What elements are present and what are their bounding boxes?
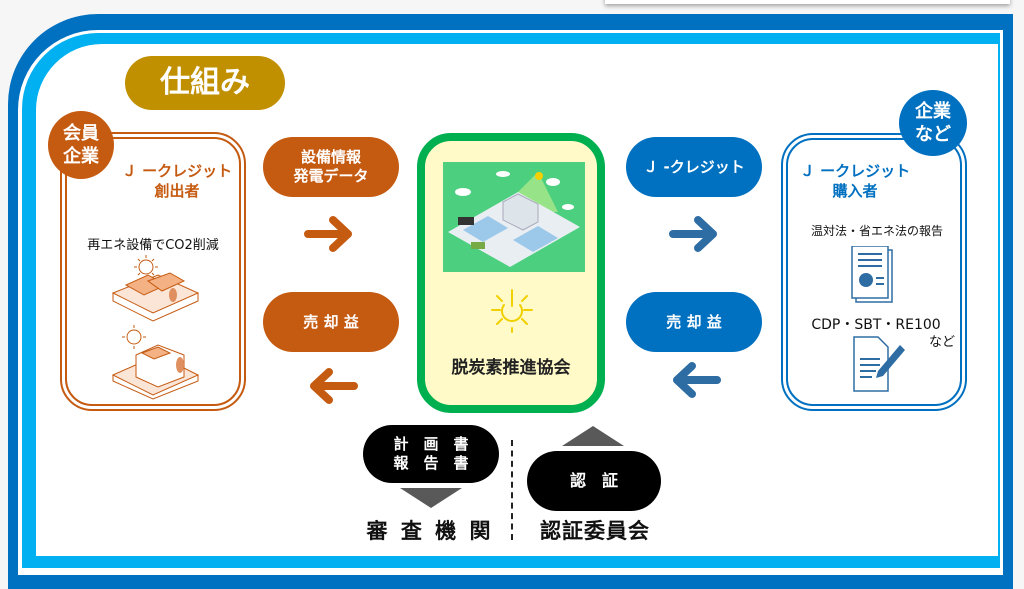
arrow-left-icon [673,362,721,398]
document-pencil-icon [853,336,905,392]
down-triangle-icon [400,488,462,508]
report-document-icon [851,246,893,303]
arrow-right-icon [669,216,717,252]
association-name: 脱炭素推進協会 [451,358,571,378]
buyer-framework-note: CDP・SBT・RE100 [811,317,941,333]
buyer-report-note: 温対法・省エネ法の報告 [810,224,943,238]
divider-dashed [511,440,513,540]
creator-note: 再エネ設備でCO2削減 [87,238,219,253]
arrow-right-icon [304,216,352,252]
plan-report-label: 計 画 書 報 告 書 [363,425,499,483]
j-credit-label: Ｊ -クレジット [626,137,762,197]
buyer-etc-note: など [928,335,955,350]
review-body-label: 審 査 機 関 [366,519,494,543]
up-triangle-icon [562,426,624,446]
diagram-title: 仕組み [125,56,285,110]
arrow-left-icon [310,368,358,404]
creator-title-line2: 創出者 [154,181,200,200]
member-company-badge: 会員 企業 [48,111,114,179]
certification-committee-label: 認証委員会 [540,519,650,543]
equipment-data-label: 設備情報 発電データ [263,137,399,197]
creator-title-line1: Ｊ ークレジット [121,162,233,180]
buyer-title: Ｊ ークレジット 購入者 [790,162,920,201]
buyer-title-line1: Ｊ ークレジット [799,162,911,180]
solar-house-illustration [111,255,200,400]
sale-profit-label-left: 売 却 益 [263,292,399,352]
creator-title: Ｊ ークレジット 創出者 [112,162,242,201]
buyer-title-line2: 購入者 [832,181,878,200]
certification-label: 認 証 [527,451,661,511]
smart-city-illustration [443,162,585,272]
power-sun-icon [491,289,533,333]
top-card-edge [605,0,1010,4]
company-badge: 企業 など [899,90,967,156]
sale-profit-label-right: 売 却 益 [626,292,762,352]
